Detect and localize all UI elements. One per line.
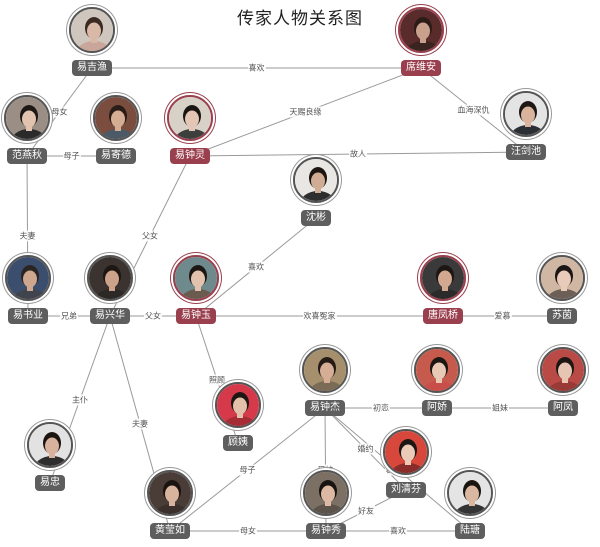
portrait-avatar — [414, 347, 460, 393]
portrait-avatar — [87, 255, 133, 301]
edge-label: 初恋 — [372, 402, 390, 414]
edge-label: 爱慕 — [493, 310, 512, 322]
edge-label: 夫妻 — [18, 230, 37, 242]
person-name-label: 阿凤 — [548, 400, 578, 416]
portrait-avatar — [147, 470, 193, 516]
edge-label: 喜欢 — [247, 261, 265, 273]
portrait-avatar — [93, 95, 139, 141]
edge-label: 姐妹 — [491, 402, 509, 414]
portrait-avatar — [303, 470, 349, 516]
portrait-avatar — [5, 255, 51, 301]
portrait-avatar — [302, 347, 348, 393]
person-name-label: 范燕秋 — [7, 148, 47, 164]
edge-label: 喜欢 — [389, 525, 407, 537]
portrait-avatar — [539, 255, 585, 301]
portrait-avatar — [383, 429, 429, 475]
person-name-label: 易钟杰 — [305, 400, 345, 416]
diagram-title: 传家人物关系图 — [237, 9, 363, 29]
person-name-label: 易忠 — [35, 475, 65, 491]
edge-label: 父女 — [141, 230, 159, 242]
edge-label: 血海深仇 — [456, 104, 491, 116]
person-name-label: 沈彬 — [301, 210, 331, 226]
edge-label: 喜欢 — [247, 62, 266, 74]
person-name-label: 刘清芬 — [386, 482, 426, 498]
edge-label: 母子 — [62, 150, 81, 162]
person-name-label: 顾姨 — [223, 435, 253, 451]
edge-label: 照顾 — [208, 374, 226, 385]
portrait-avatar — [447, 470, 493, 516]
edge-label: 父女 — [144, 310, 162, 322]
person-name-label: 易兴华 — [90, 308, 130, 324]
edge-label: 兄妹 — [316, 464, 335, 475]
portrait-avatar — [398, 7, 444, 53]
edge-label: 故人 — [349, 148, 367, 160]
portrait-avatar — [69, 7, 115, 53]
person-name-label: 易吉渔 — [72, 60, 112, 76]
edge-label: 母女 — [50, 106, 69, 118]
edge-label: 天赐良缘 — [288, 106, 323, 118]
person-name-label: 黄莹如 — [150, 523, 190, 539]
edge-label: 婚约 — [356, 443, 375, 455]
edge-label: 好友 — [357, 505, 375, 516]
person-name-label: 阿娇 — [422, 400, 452, 416]
person-name-label: 易书业 — [8, 308, 48, 324]
person-name-label: 易钟秀 — [306, 523, 346, 539]
portrait-avatar — [167, 95, 213, 141]
person-name-label: 席维安 — [401, 60, 441, 76]
portrait-avatar — [4, 95, 50, 141]
person-name-label: 苏茵 — [547, 308, 577, 324]
portrait-avatar — [293, 157, 339, 203]
person-name-label: 陆瑭 — [455, 523, 485, 539]
portrait-avatar — [420, 255, 466, 301]
edge-label: 欢喜冤家 — [302, 310, 337, 322]
edge-label: 夫妻 — [131, 418, 149, 429]
portrait-avatar — [215, 382, 261, 428]
edge-label: 兄弟 — [60, 310, 78, 322]
person-name-label: 唐凤桥 — [423, 308, 463, 324]
portrait-avatar — [540, 347, 586, 393]
portrait-avatar — [503, 91, 549, 137]
edge-label: 母子 — [238, 464, 257, 475]
person-name-label: 易钟玉 — [176, 308, 216, 324]
person-name-label: 汪剑池 — [506, 144, 546, 160]
edge-label: 母女 — [239, 525, 257, 537]
portrait-avatar — [27, 422, 73, 468]
person-name-label: 易寄德 — [96, 148, 136, 164]
edge-label: 主仆 — [71, 394, 89, 405]
portrait-avatar — [173, 255, 219, 301]
person-name-label: 易钟灵 — [170, 148, 210, 164]
